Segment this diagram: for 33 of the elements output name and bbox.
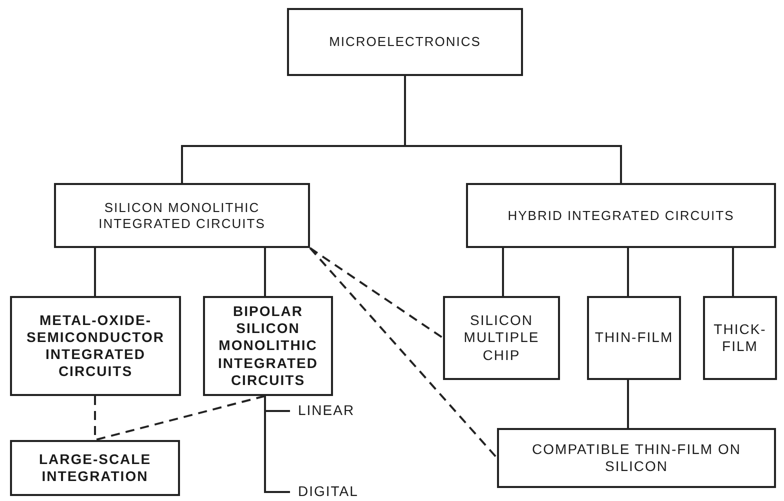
category-label: SILICON MONOLITHIC INTEGRATED CIRCUITS — [98, 200, 266, 232]
connector-line — [404, 76, 622, 183]
branch-label: DIGITAL — [298, 483, 358, 501]
dashed-connector — [94, 395, 266, 441]
dashed-connector — [309, 247, 444, 339]
category-box — [54, 183, 310, 248]
category-box — [287, 8, 523, 76]
category-box — [466, 183, 776, 248]
connector-line — [264, 248, 266, 296]
category-box — [10, 296, 181, 396]
category-label: COMPATIBLE THIN-FILM ON SILICON — [531, 440, 742, 476]
category-label: HYBRID INTEGRATED CIRCUITS — [508, 208, 734, 224]
category-box — [443, 296, 560, 380]
category-box — [703, 296, 777, 380]
branch-label: LINEAR — [298, 402, 355, 420]
connector-line — [732, 248, 734, 296]
connector-line — [94, 248, 96, 296]
category-label: MICROELECTRONICS — [329, 34, 481, 50]
connector-line — [627, 248, 629, 296]
category-box — [587, 296, 681, 380]
connector-line — [627, 380, 629, 428]
connector-line — [264, 396, 290, 493]
category-box — [203, 296, 333, 396]
category-label: BIPOLAR SILICON MONOLITHIC INTEGRATED CIRCUITS — [217, 303, 319, 389]
category-label: LARGE-SCALE INTEGRATION — [38, 450, 152, 486]
dashed-connector — [309, 247, 498, 459]
category-label: METAL-OXIDE-SEMICONDUCTOR INTEGRATED CIRCUITS — [26, 312, 166, 380]
category-label: THICK-FILM — [712, 320, 768, 356]
category-box — [497, 428, 776, 488]
connector-line — [502, 248, 504, 296]
category-box — [10, 440, 180, 496]
category-label: SILICON MULTIPLE CHIP — [462, 312, 540, 364]
category-label: THIN-FILM — [594, 329, 674, 347]
